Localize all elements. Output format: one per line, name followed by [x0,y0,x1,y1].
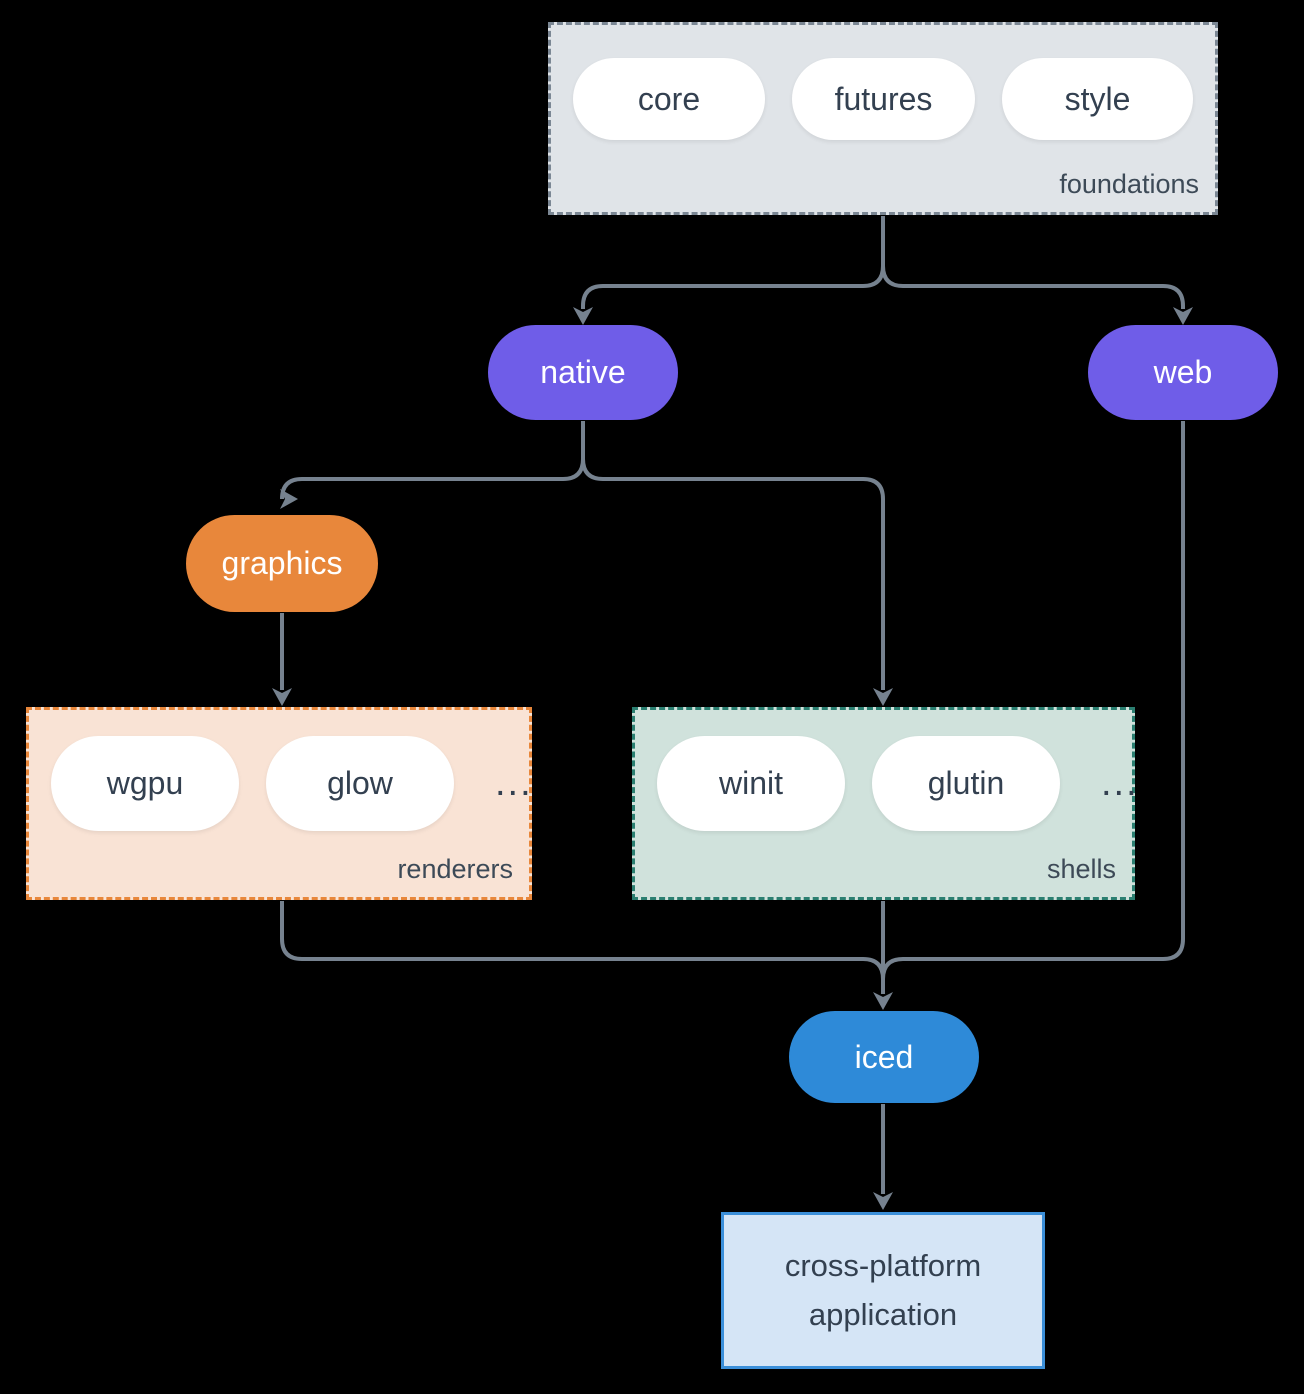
node-glow: glow [266,736,454,831]
edge-native-graphics [272,421,585,515]
node-iced: iced [789,1011,979,1103]
edge-native-shells [581,421,893,706]
foundations-pill-row: core futures style [573,58,1193,140]
node-native: native [488,325,678,420]
renderers-group-label: renderers [397,854,513,884]
node-core: core [573,58,765,140]
node-graphics-label: graphics [221,545,343,581]
shells-group-label: shells [1046,854,1116,884]
shells-group: winit glutin ... shells [632,707,1137,900]
node-glow-label: glow [327,765,393,801]
edge-foundations-native [573,216,885,325]
node-winit-label: winit [718,765,783,801]
node-iced-label: iced [854,1038,914,1075]
edge-foundations-web [881,216,1193,325]
shells-pill-row: winit glutin ... [657,736,1139,831]
renderers-pill-row: wgpu glow ... [51,736,533,831]
node-web: web [1088,325,1278,420]
node-core-label: core [637,80,701,117]
foundations-group-label: foundations [1059,169,1199,199]
node-winit: winit [657,736,845,831]
node-cross-platform-application: cross-platform application [721,1212,1045,1369]
renderers-group: wgpu glow ... renderers [26,707,532,900]
node-glutin: glutin [872,736,1060,831]
node-style-label: style [1064,80,1131,117]
node-glutin-label: glutin [927,765,1005,801]
node-futures-label: futures [834,80,933,117]
renderers-ellipsis: ... [495,762,533,804]
shells-ellipsis: ... [1101,762,1139,804]
node-wgpu-label: wgpu [106,765,184,801]
node-style: style [1002,58,1193,140]
node-wgpu: wgpu [51,736,239,831]
foundations-group: core futures style foundations [548,22,1218,215]
app-label-line2: application [808,1296,958,1332]
app-label-line1: cross-platform [784,1248,982,1284]
node-web-label: web [1153,354,1213,390]
node-graphics: graphics [186,515,378,612]
node-native-label: native [540,354,626,390]
node-futures: futures [792,58,975,140]
edge-renderers-iced [280,901,885,992]
